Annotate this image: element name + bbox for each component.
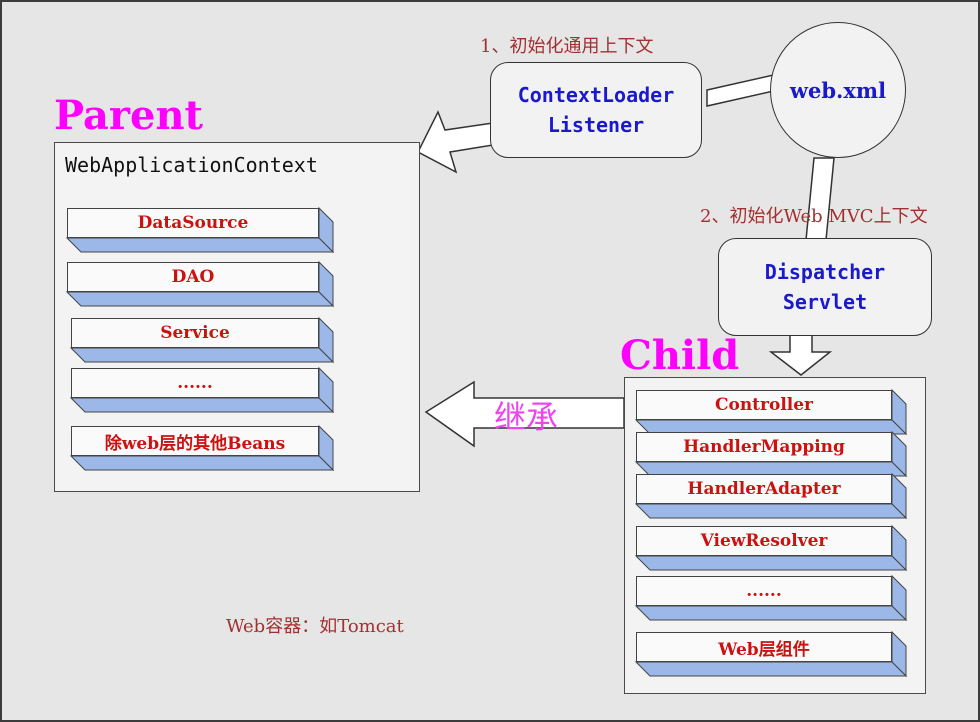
context-loader-label-line2: Listener [547, 113, 645, 137]
parent-bean-bar-bottom [65, 291, 335, 307]
child-bean-bar-3d-sides [634, 524, 908, 572]
child-bean-bar-label: Web层组件 [636, 632, 892, 662]
child-bean-bar: HandlerMapping [634, 430, 908, 478]
parent-bean-bar-label: 除web层的其他Beans [71, 426, 319, 456]
child-bean-bar-label: HandlerAdapter [636, 474, 892, 504]
child-bean-bar: Controller [634, 388, 908, 436]
dispatcher-servlet-node: Dispatcher Servlet [718, 238, 932, 336]
parent-bean-bar-bottom [69, 347, 335, 363]
step1-label: 1、初始化通用上下文 [480, 36, 654, 57]
parent-bean-bar-3d-sides [65, 206, 335, 254]
child-bean-bar-bottom [634, 661, 908, 677]
parent-bean-bar-bottom [65, 237, 335, 253]
child-bean-bar-label: Controller [636, 390, 892, 420]
child-bean-bar-bottom [634, 461, 908, 477]
child-bean-bar: ...... [634, 574, 908, 622]
context-loader-listener-node: ContextLoader Listener [490, 62, 702, 158]
arrow-inherit [424, 380, 625, 448]
child-bean-bar: HandlerAdapter [634, 472, 908, 520]
child-bean-bar-label: ViewResolver [636, 526, 892, 556]
parent-bean-bar: DataSource [65, 206, 335, 254]
parent-context-title: WebApplicationContext [65, 153, 318, 177]
web-xml-node: web.xml [770, 22, 906, 158]
child-bean-bar-label: HandlerMapping [636, 432, 892, 462]
parent-bean-bar-label: ...... [71, 368, 319, 398]
child-bean-bar-3d-sides [634, 388, 908, 436]
parent-bean-bar-label: DataSource [67, 208, 319, 238]
parent-bean-bar: 除web层的其他Beans [69, 424, 335, 472]
child-bean-bar: Web层组件 [634, 630, 908, 678]
parent-bean-bar: ...... [69, 366, 335, 414]
arrow-webxml-to-listener [706, 73, 779, 107]
child-bean-bar-bottom [634, 503, 908, 519]
web-container-label: Web容器：如Tomcat [226, 616, 404, 637]
child-bean-bar-bottom [634, 419, 908, 435]
web-xml-label: web.xml [789, 77, 887, 103]
parent-bean-bar-3d-sides [69, 366, 335, 414]
parent-bean-bar-label: Service [71, 318, 319, 348]
child-bean-bar: ViewResolver [634, 524, 908, 572]
dispatcher-label-line1: Dispatcher [764, 260, 886, 284]
child-bean-bar-3d-sides [634, 472, 908, 520]
arrow-dispatcher-to-child [768, 331, 833, 376]
context-loader-label-line1: ContextLoader [517, 83, 675, 107]
inherit-label: 继承 [494, 398, 559, 436]
parent-bean-bar-bottom [69, 397, 335, 413]
parent-title: Parent [54, 92, 204, 139]
parent-bean-bar: Service [69, 316, 335, 364]
parent-bean-bar-bottom [69, 455, 335, 471]
parent-bean-bar-3d-sides [69, 316, 335, 364]
parent-bean-bar-3d-sides [69, 424, 335, 472]
child-bean-bar-label: ...... [636, 576, 892, 606]
child-title: Child [620, 332, 740, 379]
parent-bean-bar-3d-sides [65, 260, 335, 308]
dispatcher-label-line2: Servlet [782, 290, 868, 314]
child-bean-bar-3d-sides [634, 574, 908, 622]
child-bean-bar-3d-sides [634, 630, 908, 678]
child-bean-bar-3d-sides [634, 430, 908, 478]
parent-bean-bar-label: DAO [67, 262, 319, 292]
parent-bean-bar: DAO [65, 260, 335, 308]
child-bean-bar-bottom [634, 605, 908, 621]
step2-label: 2、初始化Web MVC上下文 [700, 206, 928, 227]
child-bean-bar-bottom [634, 555, 908, 571]
arrow-listener-to-parent [417, 110, 494, 174]
